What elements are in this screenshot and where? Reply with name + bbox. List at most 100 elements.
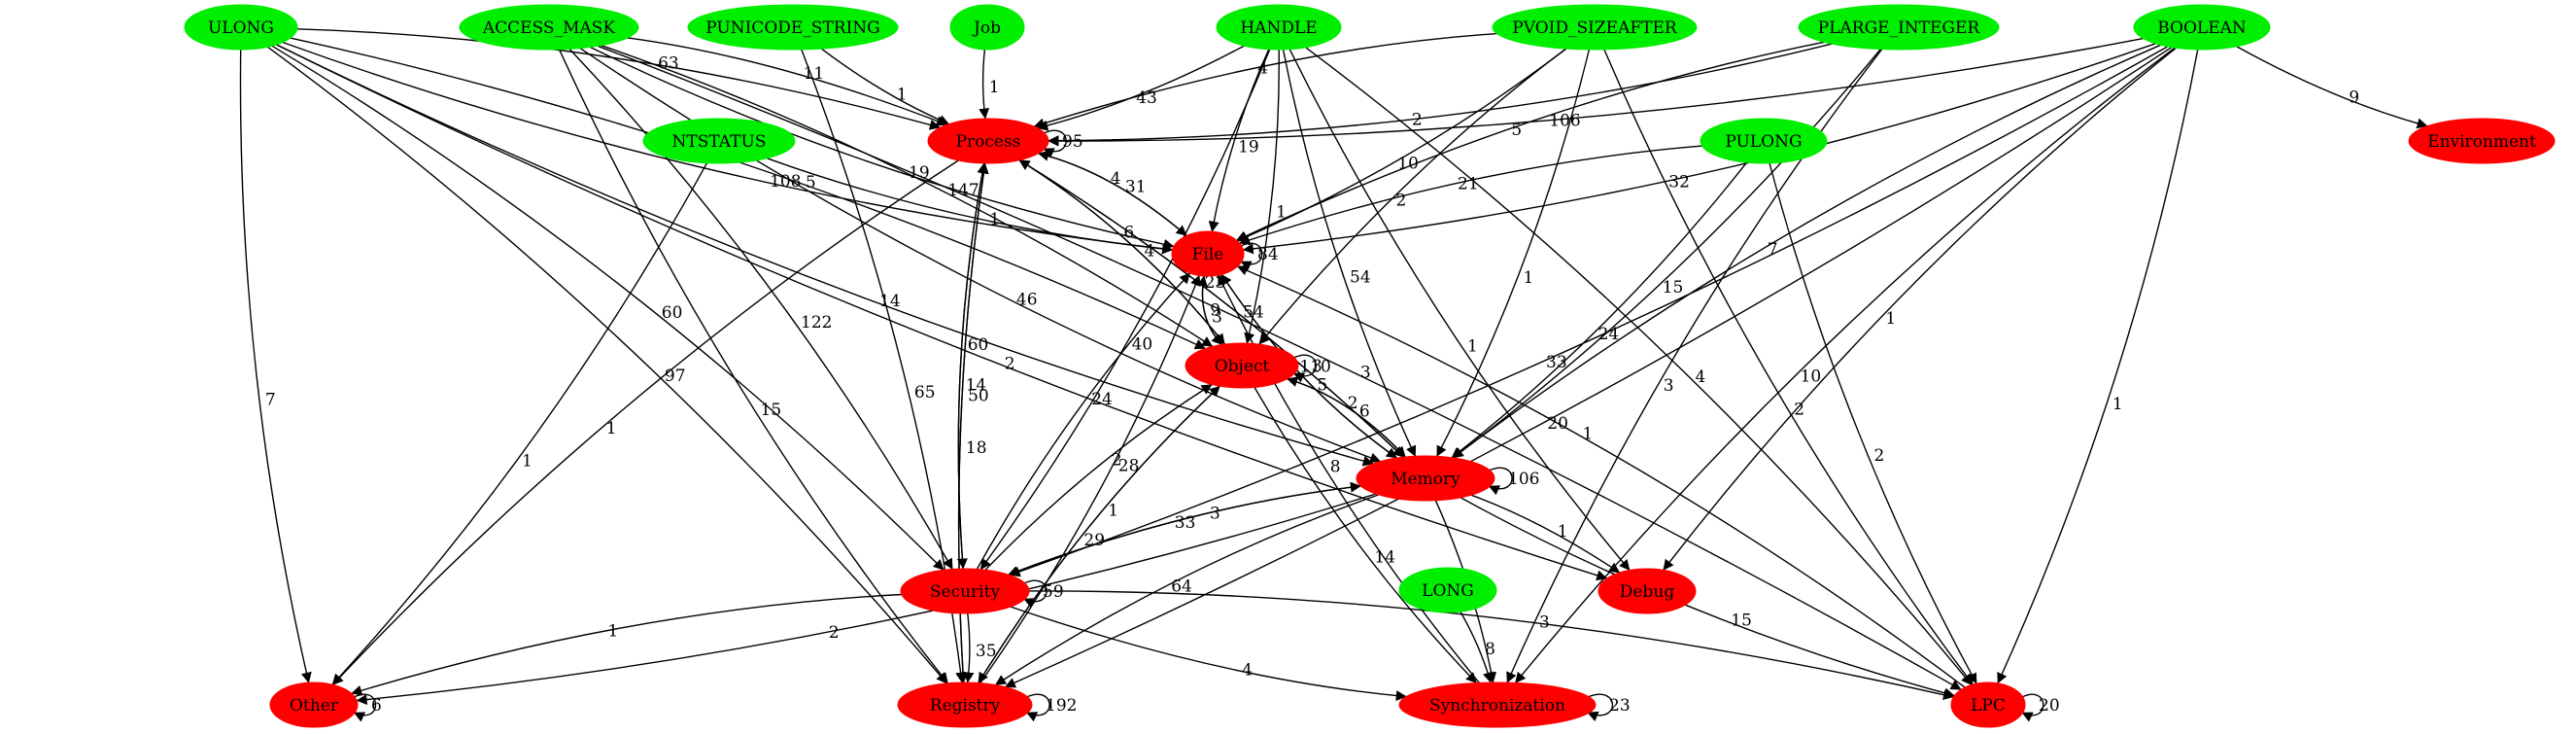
edge-boolean-to-memory: 7 <box>1452 44 2161 459</box>
edge-label: 106 <box>1549 111 1580 130</box>
edge-label: 65 <box>914 383 936 402</box>
node-shape <box>949 4 1025 51</box>
node-label: PUNICODE_STRING <box>705 18 880 38</box>
loop-label: 84 <box>1257 245 1279 264</box>
edge-registry-to-file: 28 <box>979 274 1201 684</box>
self-loop-object: 3 <box>1292 354 1322 383</box>
edge-line <box>1033 32 1497 129</box>
edge-label: 29 <box>1083 531 1105 550</box>
node-debug: Debug <box>1597 568 1697 614</box>
edge-security-to-process: 60 <box>957 162 989 570</box>
node-shape <box>1492 4 1698 51</box>
edge-boolean-to-synchronization: 10 <box>1514 47 2176 683</box>
edge-line <box>767 157 1174 255</box>
node-access-mask: ACCESS_MASK <box>459 4 639 51</box>
node-shape <box>184 4 298 51</box>
edge-object-to-registry: 29 <box>978 385 1220 683</box>
edge-plarge_integer-to-process: 2 <box>1048 43 1833 147</box>
node-label: NTSTATUS <box>672 132 767 152</box>
edge-label: 2 <box>1396 192 1407 211</box>
edge-label: 97 <box>665 367 686 386</box>
edge-label: 3 <box>1539 612 1550 632</box>
edge-label: 33 <box>1175 513 1196 533</box>
edge-label: 2 <box>829 623 840 643</box>
edge-label: 64 <box>1171 577 1192 596</box>
edge-label: 3 <box>1210 505 1220 524</box>
node-boolean: BOOLEAN <box>2133 4 2271 51</box>
node-label: HANDLE <box>1240 18 1317 38</box>
edge-pvoid_sizeafter-to-file: 10 <box>1236 48 1567 242</box>
edge-ulong-to-security: 60 <box>271 45 945 571</box>
edge-label: 4 <box>1111 169 1121 189</box>
edge-memory-to-object: 2 <box>1287 376 1406 458</box>
edge-line <box>1239 145 1702 246</box>
node-lpc: LPC <box>1950 682 2026 728</box>
edge-handle-to-lpc: 4 <box>1305 47 1973 685</box>
edge-line <box>1769 162 1977 684</box>
loop-line <box>1025 693 1050 722</box>
node-handle: HANDLE <box>1216 4 1342 51</box>
edge-label: 122 <box>801 313 832 332</box>
edge-memory-to-other: 2 <box>356 493 1377 706</box>
edge-security-to-other: 1 <box>351 593 902 696</box>
edge-line <box>1452 49 1881 459</box>
edge-line <box>995 494 1380 686</box>
edge-line <box>1287 376 1406 458</box>
edge-security-to-synchronization: 4 <box>1010 606 1407 702</box>
edge-memory-to-lpc: 15 <box>1460 497 1955 699</box>
edge-lpc-to-file: 1 <box>1236 265 1966 688</box>
edge-file-to-process: 4 <box>1038 150 1187 236</box>
edge-label: 1 <box>989 78 1000 97</box>
loop-line <box>1587 693 1613 722</box>
edge-label: 31 <box>1125 178 1147 197</box>
loop-label: 59 <box>1043 582 1064 602</box>
edge-ulong-to-other: 7 <box>239 49 312 683</box>
edge-ulong-to-file: 108 <box>282 41 1174 255</box>
edge-line <box>276 44 1608 581</box>
edge-line <box>597 45 1962 690</box>
edge-label: 63 <box>658 54 679 74</box>
edge-label: 60 <box>968 335 989 355</box>
edge-label: 24 <box>1598 325 1620 344</box>
edge-ulong-to-object: 5 <box>290 37 1206 350</box>
edge-label: 1 <box>1524 268 1534 288</box>
node-object: Object <box>1185 342 1299 389</box>
edge-pvoid_sizeafter-to-process: 4 <box>1033 32 1497 129</box>
edge-label: 24 <box>1091 390 1113 409</box>
edge-label: 147 <box>947 181 979 200</box>
edge-label: 2 <box>1794 401 1804 420</box>
edge-label: 2 <box>1874 446 1885 466</box>
edge-process-to-file: 31 <box>1038 153 1187 236</box>
node-shape <box>1185 342 1299 389</box>
edge-ntstatus-to-file: 1 <box>767 157 1174 255</box>
edge-line <box>1038 153 1187 236</box>
edge-label: 1 <box>1583 424 1594 443</box>
edge-label: 2 <box>1005 354 1015 373</box>
edge-line <box>820 48 950 125</box>
edge-label: 15 <box>761 401 782 420</box>
node-label: Debug <box>1620 582 1675 602</box>
edge-label: 4 <box>1696 367 1706 387</box>
node-label: Security <box>930 582 1001 602</box>
loop-label: 20 <box>2039 696 2060 716</box>
node-label: Memory <box>1391 470 1460 489</box>
edge-ulong-to-memory: 14 <box>276 44 1374 467</box>
self-loop-synchronization: 23 <box>1587 693 1631 722</box>
edge-label: 54 <box>1243 303 1264 323</box>
node-pvoid-sizeafter: PVOID_SIZEAFTER <box>1492 4 1698 51</box>
loop-line <box>1240 242 1263 271</box>
edge-label: 3 <box>1212 308 1222 328</box>
loop-label: 3 <box>1312 357 1322 376</box>
edge-label: 33 <box>1546 353 1567 372</box>
loop-line <box>1043 129 1067 158</box>
edge-label: 19 <box>1238 138 1259 157</box>
self-loop-lpc: 20 <box>2021 693 2060 722</box>
node-ulong: ULONG <box>184 4 298 51</box>
edge-line <box>1603 49 1974 685</box>
edge-line <box>1460 497 1955 699</box>
edge-label: 4 <box>1257 59 1268 79</box>
node-shape <box>1398 567 1497 613</box>
edge-line <box>276 44 1374 467</box>
